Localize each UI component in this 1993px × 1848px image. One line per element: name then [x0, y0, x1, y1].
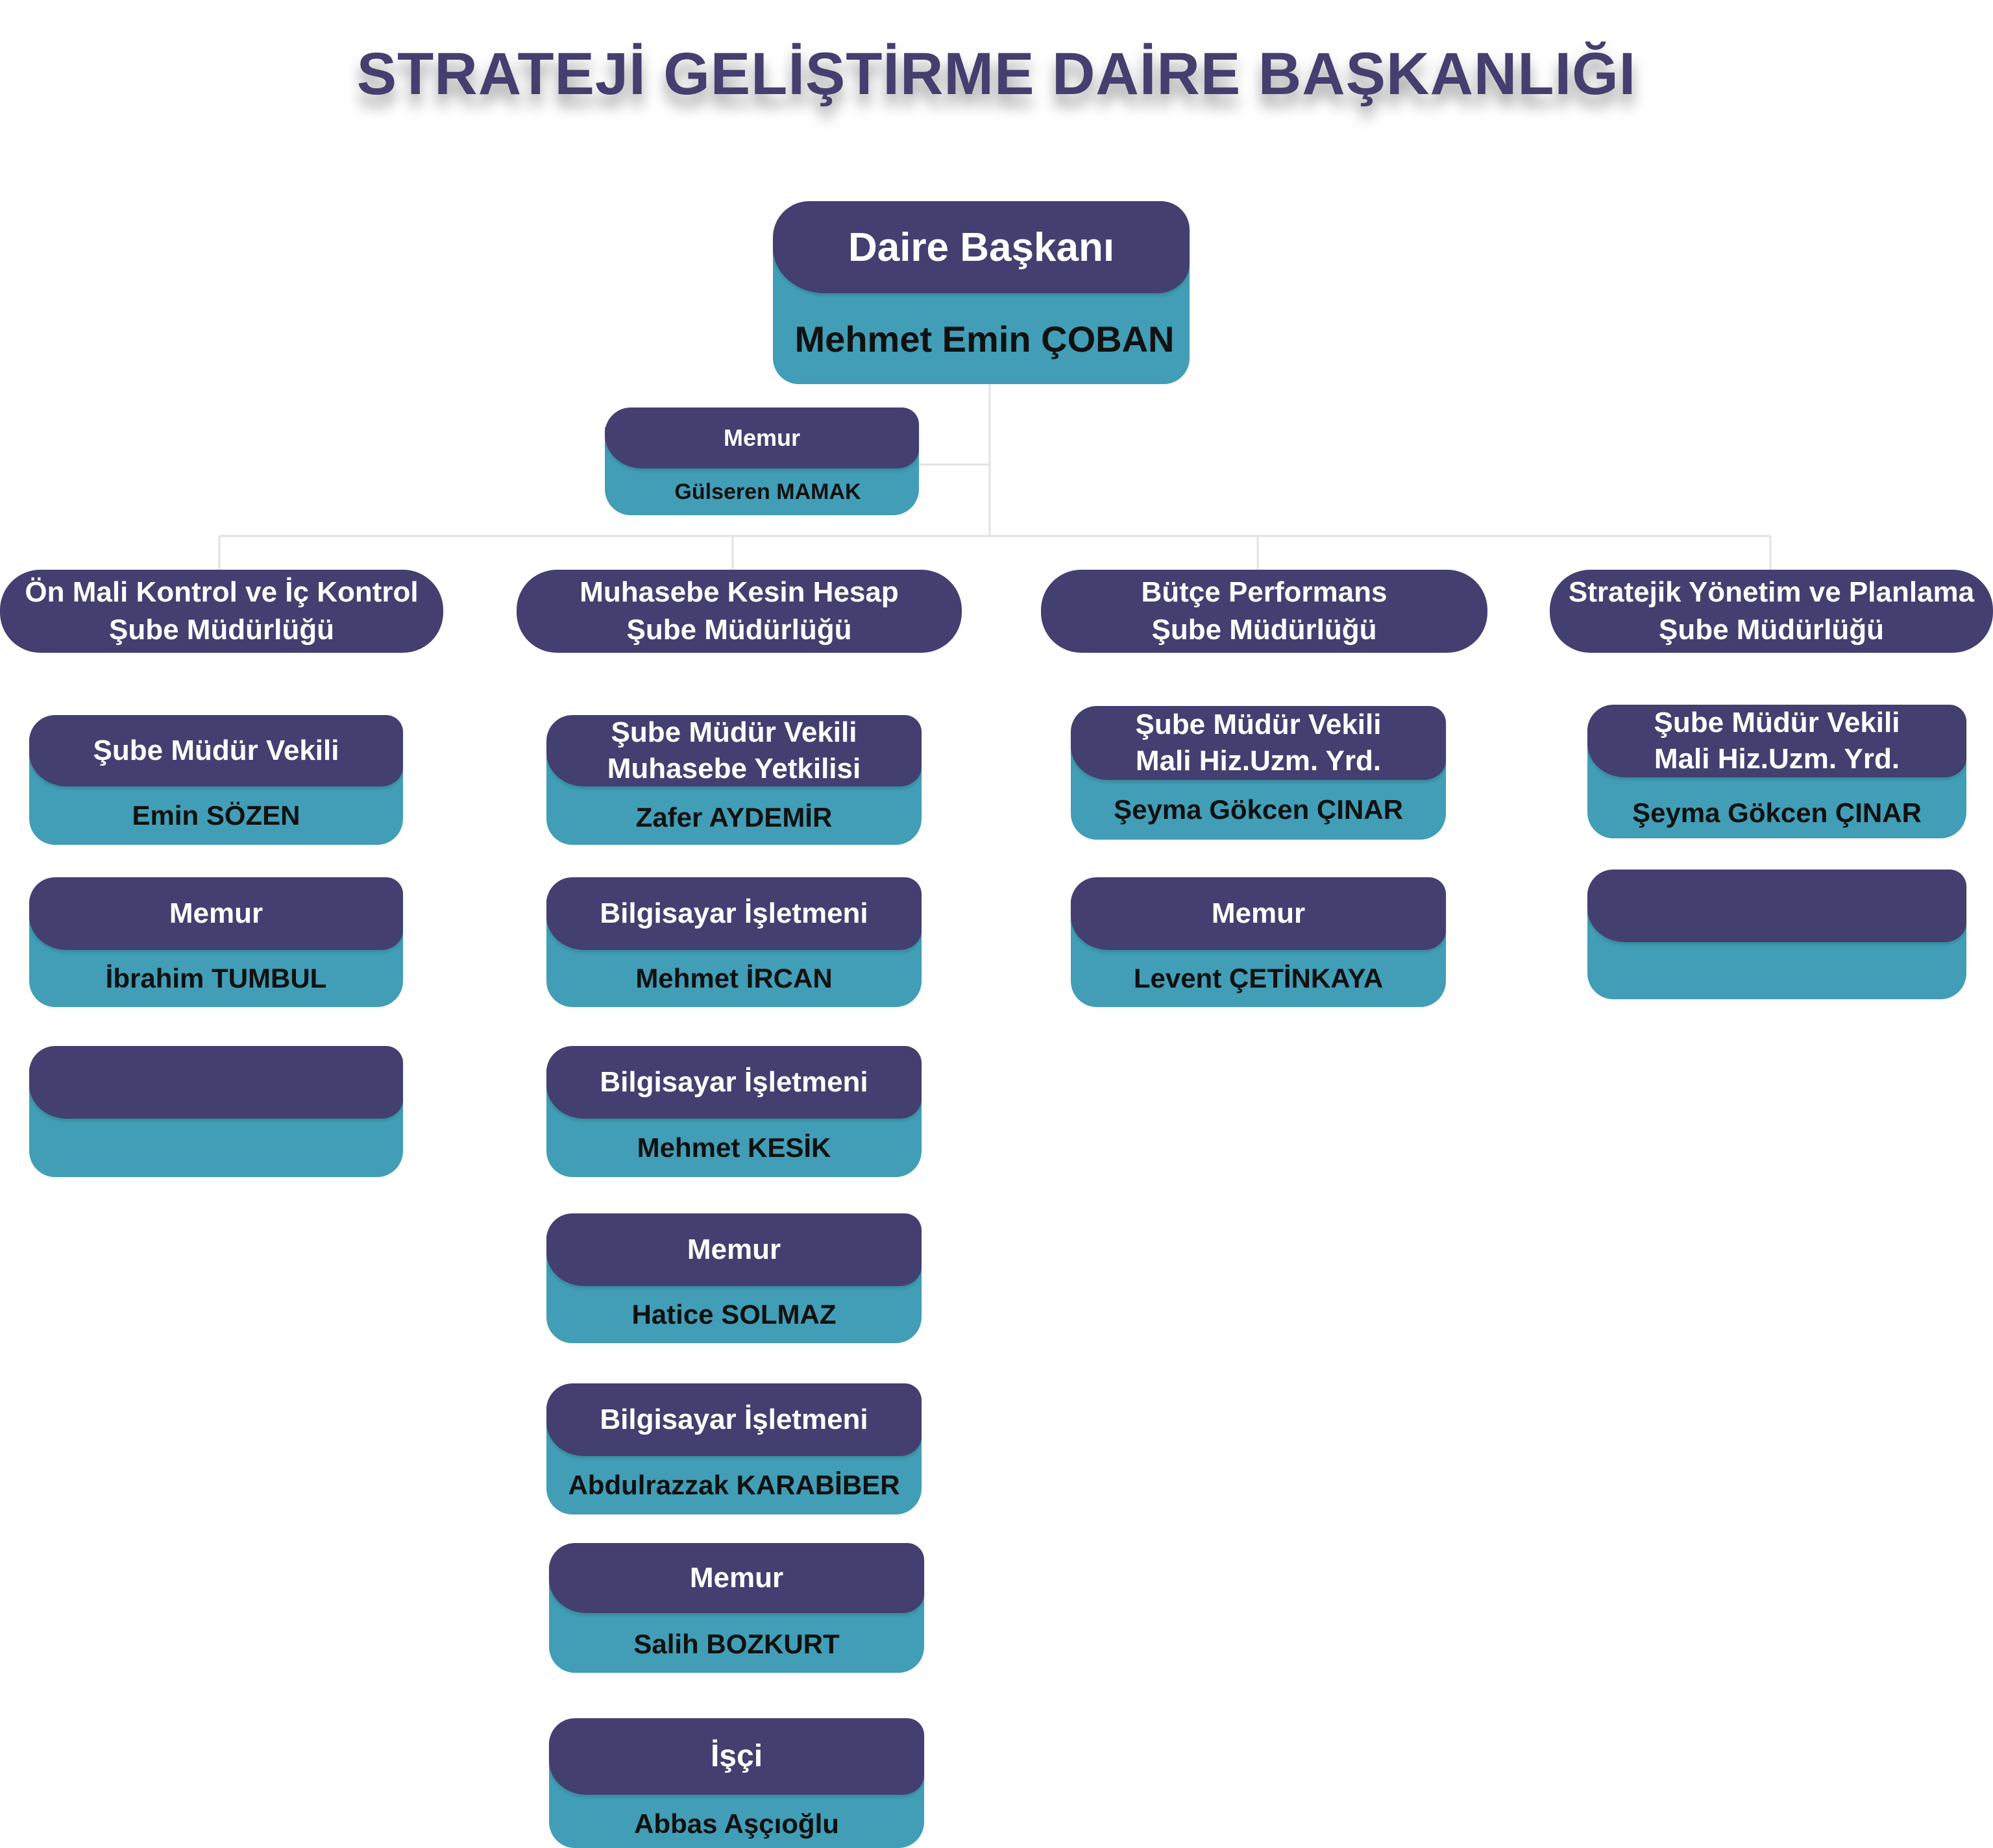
staff-card: Bilgisayar İşletmeni Abdulrazzak KARABİB… — [546, 1383, 922, 1514]
staff-name: Şeyma Gökcen ÇINAR — [1114, 794, 1403, 825]
assistant-box: Memur Gülseren MAMAK — [605, 407, 919, 515]
staff-card: Bilgisayar İşletmeni Mehmet İRCAN — [546, 877, 922, 1007]
staff-name: Şeyma Gökcen ÇINAR — [1632, 797, 1922, 828]
staff-card: Memur Hatice SOLMAZ — [546, 1213, 922, 1343]
staff-card: Memur İbrahim TUMBUL — [29, 877, 403, 1007]
staff-name: Mehmet KESİK — [637, 1132, 831, 1163]
staff-card: Şube Müdür Vekili Muhasebe Yetkilisi Zaf… — [546, 715, 922, 845]
department-muhasebe-kesin-hesap: Muhasebe Kesin Hesap Şube Müdürlüğü — [517, 570, 962, 653]
staff-card: Şube Müdür Vekili Mali Hiz.Uzm. Yrd. Şey… — [1587, 705, 1966, 838]
staff-name — [1587, 942, 1966, 999]
head-name: Mehmet Emin ÇOBAN — [794, 318, 1175, 359]
assistant-role: Memur — [723, 424, 801, 451]
staff-name: Mehmet İRCAN — [635, 963, 833, 993]
staff-name: Hatice SOLMAZ — [631, 1299, 837, 1330]
staff-name: Zafer AYDEMİR — [635, 802, 833, 833]
staff-name: Abbas Aşçıoğlu — [634, 1808, 839, 1839]
head-box: Daire Başkanı Mehmet Emin ÇOBAN — [773, 201, 1190, 384]
page-title: STRATEJİ GELİŞTİRME DAİRE BAŞKANLIĞI — [356, 41, 1637, 107]
staff-card: Memur Salih BOZKURT — [549, 1543, 924, 1673]
assistant-name: Gülseren MAMAK — [674, 479, 861, 504]
staff-name: Salih BOZKURT — [633, 1629, 840, 1659]
department-on-mali-kontrol: Ön Mali Kontrol ve İç Kontrol Şube Müdür… — [0, 570, 443, 653]
staff-card-empty — [29, 1046, 403, 1177]
staff-name: Levent ÇETİNKAYA — [1133, 963, 1384, 993]
staff-name: İbrahim TUMBUL — [105, 963, 327, 993]
department-butce-performans: Bütçe Performans Şube Müdürlüğü — [1041, 570, 1487, 653]
department-stratejik-yonetim: Stratejik Yönetim ve Planlama Şube Müdür… — [1550, 570, 1993, 653]
head-role: Daire Başkanı — [848, 225, 1115, 270]
staff-name: Abdulrazzak KARABİBER — [568, 1470, 900, 1500]
staff-card: Bilgisayar İşletmeni Mehmet KESİK — [546, 1046, 922, 1177]
staff-card: Şube Müdür Vekili Emin SÖZEN — [29, 715, 403, 845]
staff-card-empty — [1587, 869, 1966, 999]
staff-name — [29, 1119, 403, 1177]
staff-card: Şube Müdür Vekili Mali Hiz.Uzm. Yrd. Şey… — [1071, 706, 1446, 840]
staff-name: Emin SÖZEN — [132, 800, 300, 831]
staff-card: Memur Levent ÇETİNKAYA — [1071, 877, 1446, 1007]
staff-card: İşçi Abbas Aşçıoğlu — [549, 1718, 924, 1848]
